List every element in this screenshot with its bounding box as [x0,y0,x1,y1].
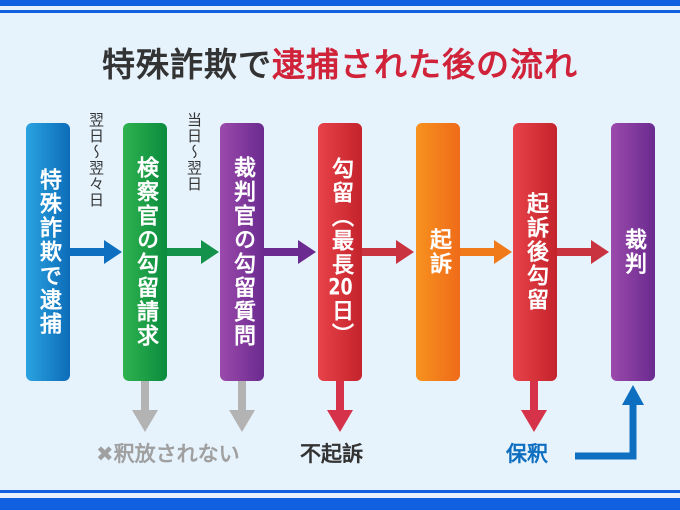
not-released-text: 釈放されない [113,442,240,466]
x-mark-icon: ✖ [96,442,114,466]
bail-arrow [575,385,644,460]
step-label: 裁判 [621,228,646,276]
step-label-num: 20 [328,277,353,299]
bottom-band-thin [0,490,680,493]
non-prosecution-label: 不起訴 [300,442,363,466]
timing-note-2: 当日～翌日 [185,112,203,192]
step-judge-questioning: 裁判官の勾留質問 [220,123,264,381]
arrow-2 [167,240,219,264]
step-detention: 勾留（最長20日） [318,123,362,381]
title-part1: 特殊詐欺で [102,45,272,84]
step-label: 検察官の勾留請求 [133,156,158,348]
page-title: 特殊詐欺で逮捕された後の流れ [0,38,680,86]
top-band-thin [0,10,680,13]
bail-label: 保釈 [506,442,548,466]
step-label: 特殊詐欺で逮捕 [36,168,61,336]
step-trial: 裁判 [611,123,655,381]
step-label-b: 日） [328,299,353,347]
down-arrow-red-2 [521,381,547,432]
down-arrow-gray-1 [132,381,158,432]
arrow-4 [362,240,414,264]
down-arrow-red-1 [327,381,353,432]
step-label: 勾留（最長20日） [328,157,353,347]
step-label-a: 勾留（最長 [328,157,353,277]
arrow-1 [70,240,122,264]
step-indictment: 起訴 [416,123,460,381]
step-label: 裁判官の勾留質問 [230,156,255,348]
step-arrest: 特殊詐欺で逮捕 [26,123,70,381]
top-band-thick [0,0,680,6]
arrow-6 [557,240,609,264]
arrow-5 [460,240,512,264]
arrow-3 [264,240,316,264]
title-part2: 逮捕された後の流れ [272,45,578,84]
step-post-indictment-detention: 起訴後勾留 [513,123,557,381]
bottom-band-thick [0,498,680,510]
step-label: 起訴後勾留 [523,192,548,312]
step-label: 起訴 [426,228,451,276]
step-prosecutor-request: 検察官の勾留請求 [123,123,167,381]
down-arrow-gray-2 [229,381,255,432]
timing-note-1: 翌日～翌々日 [87,112,105,208]
not-released-label: ✖釈放されない [96,438,240,468]
